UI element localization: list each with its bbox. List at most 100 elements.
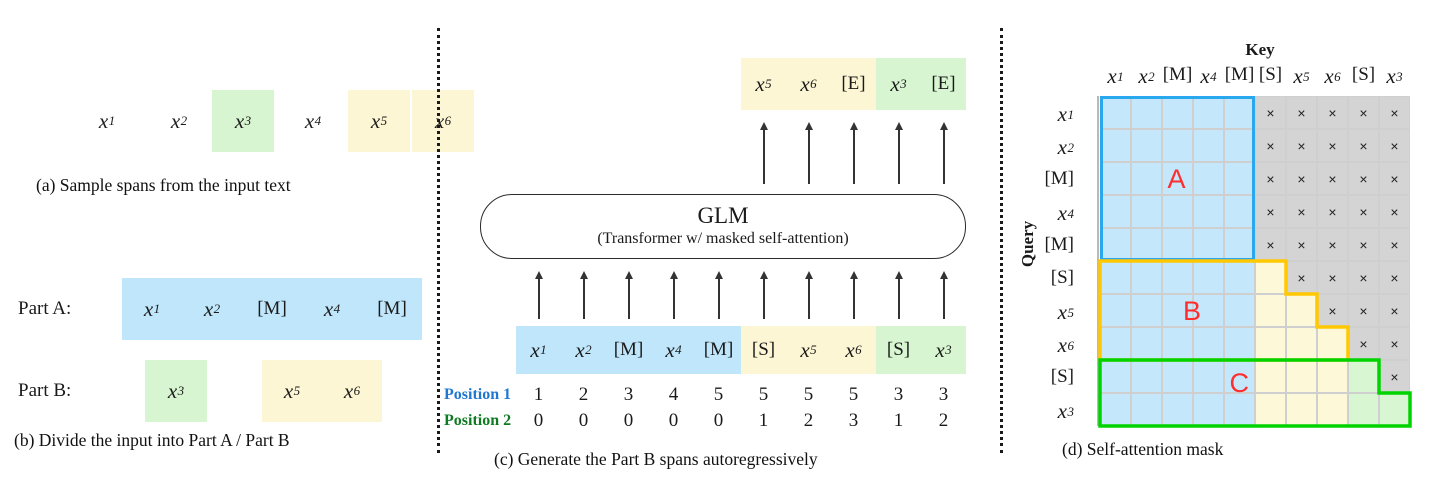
mask-cell-blocked: × [1255, 129, 1286, 162]
mask-cell-blocked: × [1379, 327, 1410, 360]
mask-cell-visible [1224, 96, 1255, 129]
key-axis-label: Key [1245, 40, 1275, 59]
flow-arrow [578, 271, 589, 319]
mask-cell-blocked: × [1286, 228, 1317, 261]
position-1-value: 3 [938, 384, 949, 405]
block-b-label: B [1183, 296, 1202, 326]
mask-cell-blocked: × [1317, 96, 1348, 129]
mask-cell-visible [1162, 162, 1193, 195]
position-1-value: 2 [578, 384, 589, 405]
mask-cell-visible [1131, 228, 1162, 261]
mask-cell-visible [1348, 360, 1379, 393]
query-header: [M] [1044, 168, 1074, 189]
mask-cell-blocked: × [1379, 294, 1410, 327]
output-token: [E] [841, 73, 866, 94]
panel-c-caption: (c) Generate the Part B spans autoregres… [494, 449, 818, 469]
mask-cell-visible [1100, 96, 1131, 129]
panel-b-caption: (b) Divide the input into Part A / Part … [14, 430, 290, 450]
mask-cell-blocked: × [1379, 96, 1410, 129]
block-b-outline [1098, 259, 1350, 362]
mask-cell-visible [1131, 129, 1162, 162]
mask-cell-blocked: × [1348, 294, 1379, 327]
mask-cell-blocked: × [1286, 162, 1317, 195]
mask-cell-visible [1224, 294, 1255, 327]
mask-cell-visible [1193, 261, 1224, 294]
mask-cell-blocked: × [1317, 129, 1348, 162]
mask-cell-blocked: × [1255, 195, 1286, 228]
mask-cell-blocked: × [1317, 162, 1348, 195]
flow-arrow [938, 271, 949, 319]
mask-cell-blocked: × [1286, 129, 1317, 162]
position-1-value: 4 [668, 384, 679, 405]
mask-cell-visible [1131, 294, 1162, 327]
mask-cell-visible [1162, 294, 1193, 327]
mask-cell-visible [1100, 195, 1131, 228]
mask-cell-visible [1224, 327, 1255, 360]
mask-cell-blocked: × [1286, 96, 1317, 129]
position-2-value: 1 [758, 410, 769, 431]
position-2-label: Position 2 [444, 412, 512, 429]
mask-cell-visible [1317, 393, 1348, 426]
position-2-value: 2 [938, 410, 949, 431]
query-header: [S] [1050, 267, 1074, 288]
mask-cell-blocked: × [1348, 228, 1379, 261]
mask-cell-visible [1224, 195, 1255, 228]
position-2-value: 0 [713, 410, 724, 431]
mask-cell-blocked: × [1379, 261, 1410, 294]
position-2-value: 0 [668, 410, 679, 431]
position-2-value: 3 [848, 410, 859, 431]
position-1-value: 5 [713, 384, 724, 405]
position-2-value: 2 [803, 410, 814, 431]
mask-cell-blocked: × [1379, 129, 1410, 162]
position-2-value: 0 [578, 410, 589, 431]
input-token: [M] [613, 339, 644, 360]
position-2-value: 1 [893, 410, 904, 431]
query-header: [S] [1050, 366, 1074, 387]
flow-arrow [758, 271, 769, 319]
mask-cell-blocked: × [1317, 195, 1348, 228]
key-header: [M] [1224, 64, 1255, 85]
query-axis-line [1097, 96, 1099, 426]
mask-cell-blocked: × [1379, 162, 1410, 195]
flow-arrow [758, 122, 769, 184]
position-1-value: 5 [848, 384, 859, 405]
flow-arrow [848, 122, 859, 184]
panel-divider-2 [1000, 28, 1003, 453]
position-1-value: 5 [803, 384, 814, 405]
glm-model-box: GLM (Transformer w/ masked self-attentio… [480, 194, 966, 259]
position-1-value: 3 [623, 384, 634, 405]
mask-cell-visible [1255, 294, 1286, 327]
mask-cell-visible [1162, 96, 1193, 129]
key-header: [S] [1351, 64, 1376, 85]
flow-arrow [893, 271, 904, 319]
mask-cell-blocked: × [1348, 195, 1379, 228]
mask-cell-visible [1193, 96, 1224, 129]
flow-arrow [713, 271, 724, 319]
flow-arrow [623, 271, 634, 319]
mask-cell-visible [1193, 393, 1224, 426]
mask-cell-blocked: × [1348, 162, 1379, 195]
